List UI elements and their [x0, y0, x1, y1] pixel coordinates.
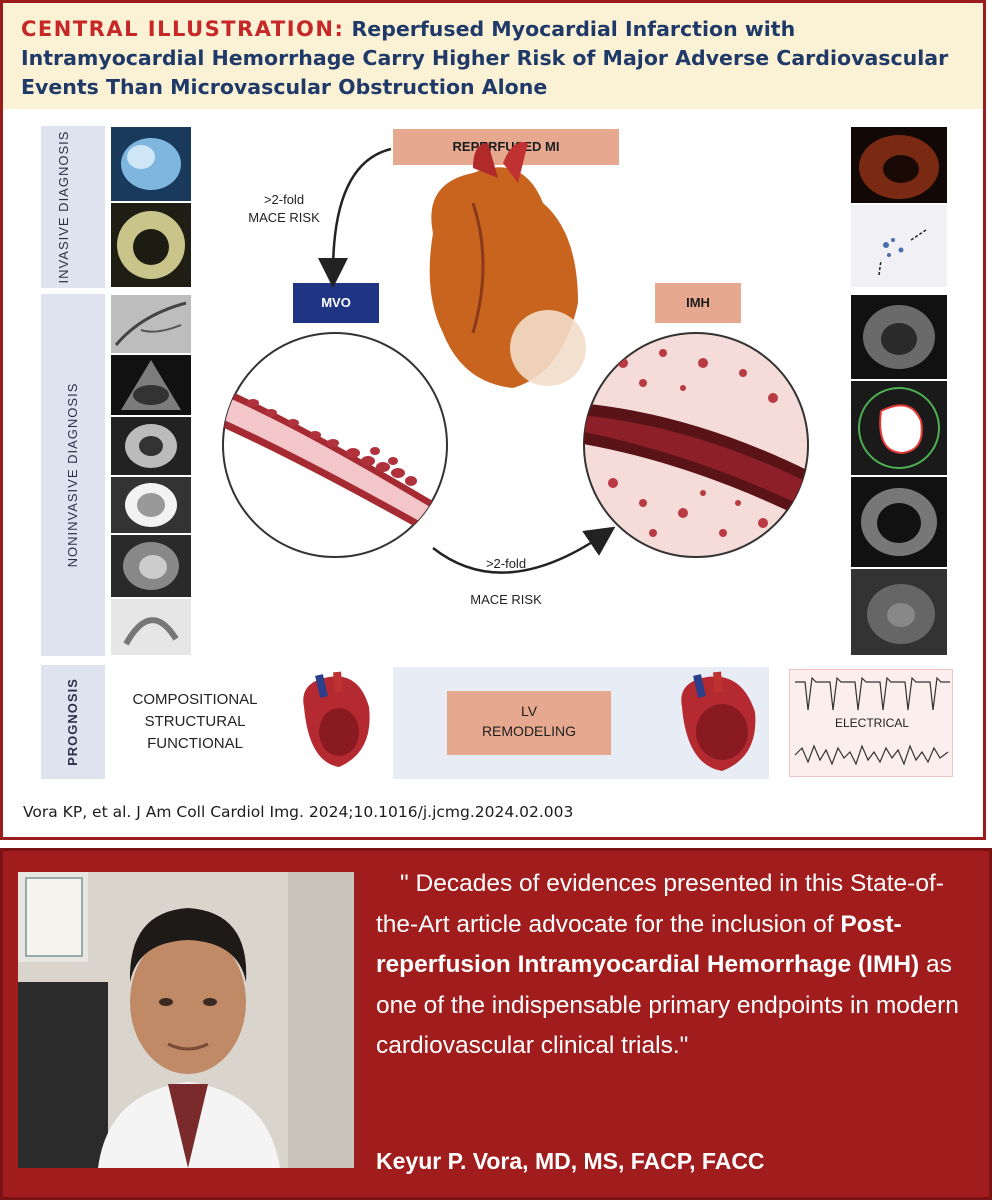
invasive-image-2 — [111, 203, 191, 287]
mri-image-4 — [111, 599, 191, 655]
top-arrow-label: >2-fold MACE RISK — [248, 192, 320, 225]
sidebar-noninvasive — [41, 294, 105, 656]
invasive-image-1 — [111, 127, 191, 201]
bottom-arrow-label: >2-fold MACE RISK — [470, 556, 542, 607]
central-illustration-panel: CENTRAL ILLUSTRATION: Reperfused Myocard… — [0, 0, 986, 840]
echo-image — [111, 355, 191, 415]
imh-box: IMH — [655, 283, 741, 323]
title-text: Reperfused Myocardial Infarction with In… — [21, 17, 949, 99]
title-lead: CENTRAL ILLUSTRATION: — [21, 17, 345, 41]
histology-image-2 — [851, 205, 947, 287]
author-name: Keyur P. Vora, MD, MS, FACP, FACC — [376, 1148, 765, 1174]
sidebar-noninvasive-label: NONINVASIVE DIAGNOSIS — [65, 382, 80, 568]
heart-illustration — [429, 142, 586, 388]
ecg-panel: ELECTRICAL — [789, 669, 953, 777]
author-photo — [18, 872, 354, 1168]
sidebar-prognosis-label: PROGNOSIS — [65, 678, 80, 766]
sidebar-prognosis — [41, 665, 105, 779]
reperfused-mi-box: REPERFUSED MI — [393, 129, 619, 165]
illustration-title: CENTRAL ILLUSTRATION: Reperfused Myocard… — [21, 15, 961, 102]
sidebar-invasive — [41, 126, 105, 288]
mri-image-3 — [111, 535, 191, 597]
quote-bold: Post-reperfusion Intramyocardial Hemorrh… — [376, 910, 920, 979]
mvo-box: MVO — [293, 283, 379, 323]
heart-anatomy-right — [667, 667, 767, 777]
lv-remodeling-box: LV REMODELING — [447, 691, 611, 755]
quote-text: " Decades of evidences presented in this… — [376, 864, 976, 1067]
cmr-image-2 — [851, 381, 947, 475]
quote-part1: " Decades of evidences presented in this… — [376, 870, 944, 938]
illustration-header — [3, 3, 983, 109]
quote-part2: as one of the indispensable primary endp… — [376, 951, 959, 1059]
sidebar-invasive-label: INVASIVE DIAGNOSIS — [56, 130, 71, 284]
angiogram-image — [111, 295, 191, 353]
mri-image-2 — [111, 477, 191, 533]
cmr-image-4 — [851, 569, 947, 655]
electrical-label: ELECTRICAL — [834, 716, 910, 730]
citation: Vora KP, et al. J Am Coll Cardiol Img. 2… — [23, 803, 574, 821]
cmr-image-1 — [851, 295, 947, 379]
mri-image-1 — [111, 417, 191, 475]
cmr-image-3 — [851, 477, 947, 567]
histology-image-1 — [851, 127, 947, 203]
prognosis-left-text: COMPOSITIONAL STRUCTURAL FUNCTIONAL — [132, 691, 258, 752]
heart-anatomy-left — [289, 667, 379, 777]
